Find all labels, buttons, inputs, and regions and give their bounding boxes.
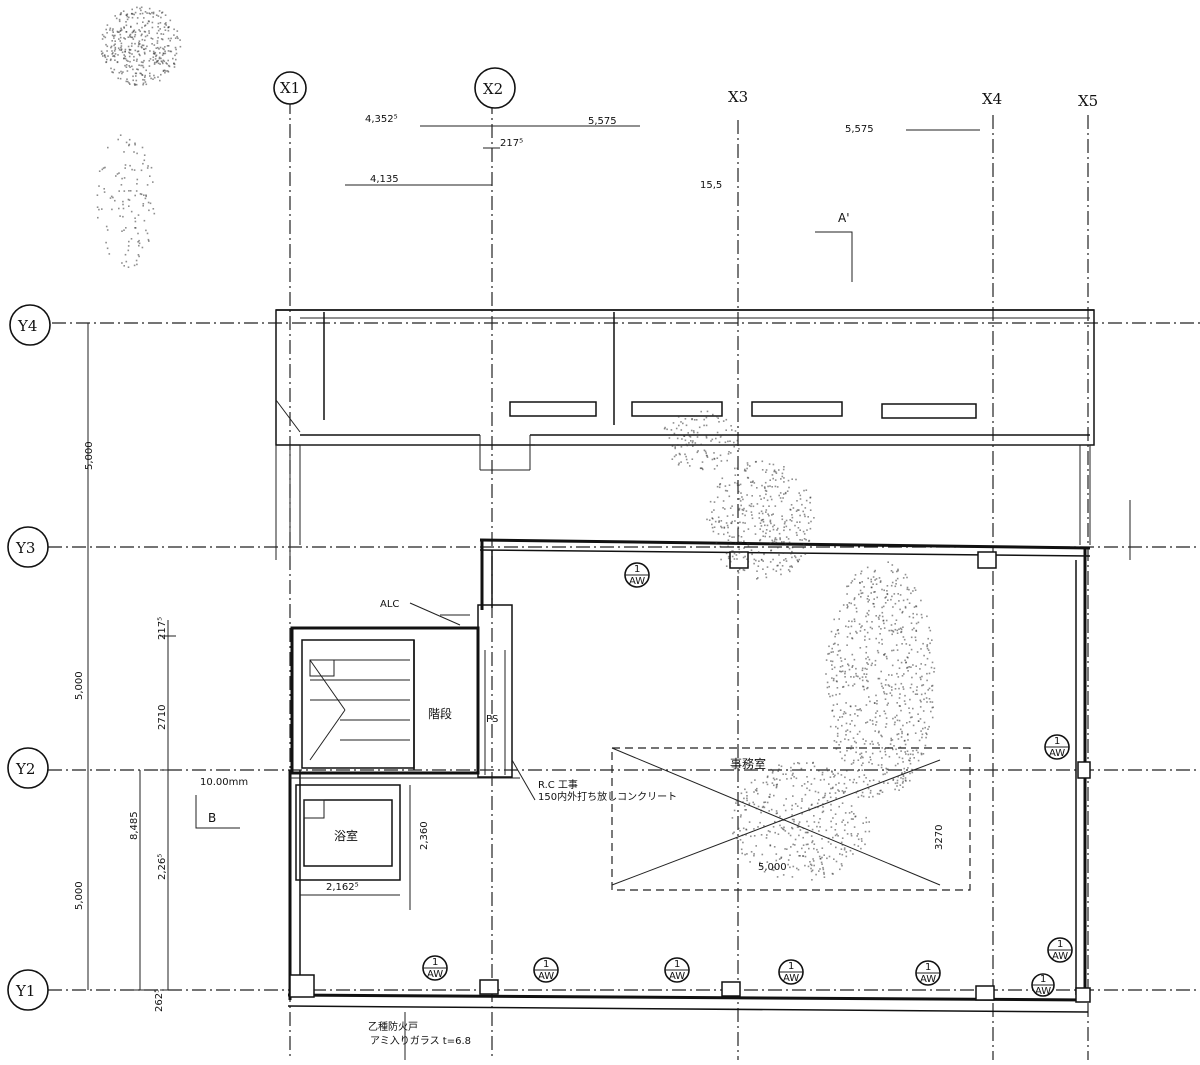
svg-text:AW: AW	[669, 971, 685, 982]
svg-text:AW: AW	[783, 973, 799, 984]
section-a-label: A'	[838, 211, 850, 225]
aw-marker: 1 AW	[624, 562, 650, 588]
dim-217: 217⁵	[500, 138, 523, 149]
axis-x1-label: X1	[280, 79, 300, 97]
stair-label: 階段	[428, 706, 452, 721]
columns	[289, 551, 1091, 1003]
svg-text:1: 1	[925, 962, 931, 973]
svg-text:1: 1	[674, 959, 680, 970]
axis-y1-label: Y1	[15, 982, 35, 1000]
rc-note-1: R.C 工事	[538, 778, 578, 791]
svg-text:AW: AW	[629, 576, 645, 587]
dim-2710: 2710	[157, 705, 168, 730]
dim-opening-5000: 5,000	[758, 862, 787, 873]
upper-wing	[275, 309, 1131, 560]
dim-2625: 262⁵	[154, 989, 165, 1012]
svg-text:1: 1	[1054, 736, 1060, 747]
svg-text:AW: AW	[538, 971, 554, 982]
svg-text:1: 1	[1040, 974, 1046, 985]
main-room	[287, 538, 1091, 1013]
bottom-note-1: 乙種防火戸	[368, 1020, 418, 1033]
aw-markers: 1 AW 1 AW 1 AW 1 AW 1 AW	[422, 562, 1073, 997]
axis-x5-label: X5	[1078, 92, 1098, 110]
svg-text:1: 1	[1057, 939, 1063, 950]
section-b-label: B	[208, 811, 216, 825]
top-dimensions: 4,352⁵ 5,575 5,575 217⁵ 4,135 15,5 A'	[345, 114, 980, 282]
svg-text:AW: AW	[427, 969, 443, 980]
dim-8485: 8,485	[129, 811, 140, 840]
svg-text:AW: AW	[1035, 986, 1051, 997]
axis-y3-label: Y3	[15, 539, 35, 557]
aw-marker: 1 AW	[664, 957, 690, 983]
office-opening: 事務室 3270 5,000	[611, 747, 971, 891]
svg-text:1: 1	[788, 961, 794, 972]
dim-4135: 4,135	[370, 174, 399, 185]
axis-y4-label: Y4	[17, 317, 37, 335]
y-axis-markers: Y4 Y3 Y2 Y1	[7, 304, 51, 1011]
bath-label: 浴室	[334, 828, 358, 843]
axis-x4-label: X4	[982, 90, 1002, 108]
dim-2265: 2,26⁵	[157, 854, 168, 880]
dim-5000-top: 5,000	[84, 441, 95, 470]
dim-2360: 2,360	[419, 821, 430, 850]
aw-marker: 1 AW	[422, 955, 448, 981]
ps-label: PS	[486, 714, 498, 725]
svg-text:AW: AW	[920, 974, 936, 985]
dim-2162: 2,162⁵	[326, 882, 359, 893]
dim-2175: 217⁵	[157, 617, 168, 640]
rc-note-2: 150内外打ち放しコンクリート	[538, 790, 677, 803]
svg-text:1: 1	[543, 959, 549, 970]
wall-thickness-label: 10.00mm	[200, 777, 248, 788]
aw-marker: 1 AW	[533, 957, 559, 983]
aw-marker: 1 AW	[1031, 973, 1055, 997]
dim-5000-bot: 5,000	[74, 881, 85, 910]
axis-y2-label: Y2	[15, 760, 35, 778]
dim-3270: 3270	[934, 825, 945, 850]
svg-text:AW: AW	[1052, 951, 1068, 962]
svg-text:AW: AW	[1049, 748, 1065, 759]
dim-15500: 15,5	[700, 180, 722, 191]
x-axis-markers: X1 X2 X3 X4 X5	[273, 67, 1098, 110]
grid-lines-vertical	[289, 100, 1089, 1060]
bottom-note-2: アミ入りガラス t=6.8	[370, 1035, 471, 1047]
svg-text:1: 1	[634, 564, 640, 575]
aw-marker: 1 AW	[778, 959, 804, 985]
aw-marker: 1 AW	[915, 960, 941, 986]
left-dimensions: 5,000 5,000 5,000 2710 217⁵ 8,485 2,26⁵ …	[74, 323, 176, 1012]
alc-label: ALC	[380, 599, 399, 610]
stair-core: 階段 PS ALC 10.00mm R.C 工事 150内外打ち放しコンクリート	[200, 599, 677, 803]
office-label: 事務室	[730, 756, 766, 771]
bathroom: 浴室 2,162⁵ 2,360 B	[195, 784, 430, 910]
aw-marker: 1 AW	[1044, 734, 1070, 760]
scan-noise	[96, 6, 936, 881]
axis-x3-label: X3	[728, 88, 748, 106]
axis-x2-label: X2	[483, 80, 503, 98]
dim-4352: 4,352⁵	[365, 114, 398, 125]
bottom-notes: 乙種防火戸 アミ入りガラス t=6.8	[368, 1012, 471, 1060]
dim-5000-mid: 5,000	[74, 671, 85, 700]
dim-5575-b: 5,575	[845, 124, 874, 135]
svg-text:1: 1	[432, 957, 438, 968]
dim-5575-a: 5,575	[588, 116, 617, 127]
aw-marker: 1 AW	[1047, 937, 1073, 963]
